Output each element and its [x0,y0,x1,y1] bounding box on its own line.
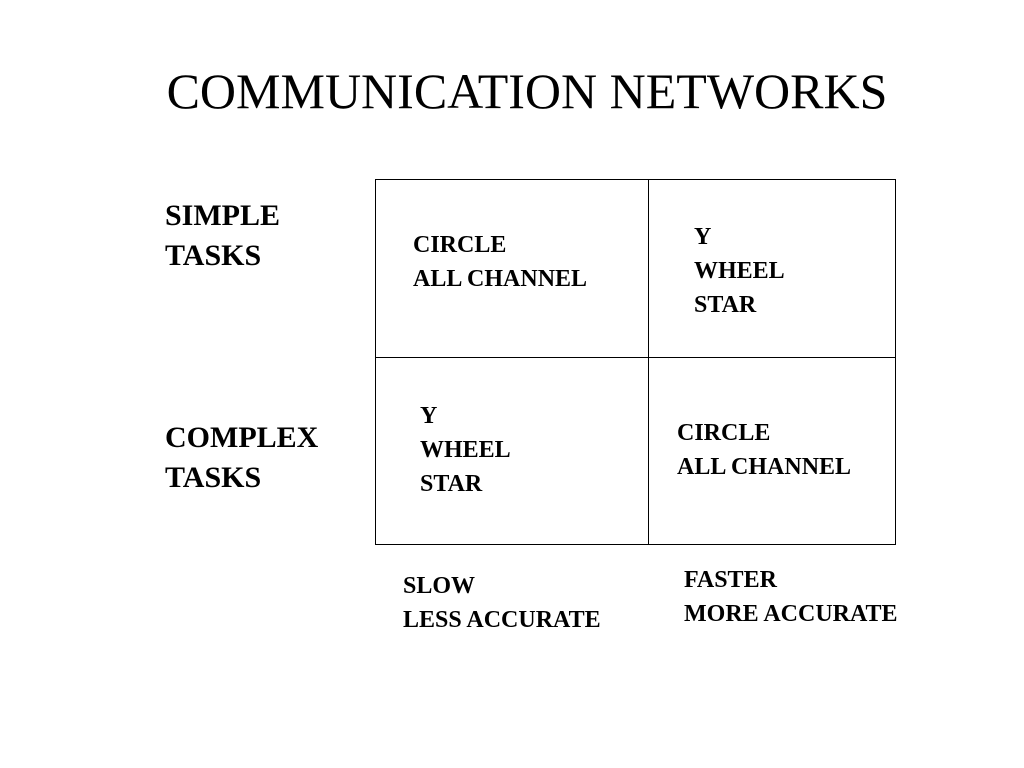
row-label-simple-tasks: SIMPLE TASKS [165,196,280,276]
row-label-line: COMPLEX [165,421,319,454]
row-label-line: TASKS [165,461,262,494]
column-label-line: LESS ACCURATE [403,607,601,633]
row-label-complex-tasks: COMPLEX TASKS [165,418,318,498]
matrix-grid [375,179,896,545]
matrix-vertical-divider [648,179,649,545]
cell-complex-fast: CIRCLE ALL CHANNEL [677,416,851,484]
column-label-line: SLOW [403,573,476,599]
cell-line: STAR [694,292,757,318]
page-title: COMMUNICATION NETWORKS [166,63,888,119]
cell-line: CIRCLE [677,420,771,446]
column-label-slow: SLOW LESS ACCURATE [403,569,601,637]
matrix-horizontal-divider [375,357,896,358]
cell-simple-fast: Y WHEEL STAR [694,220,785,322]
cell-line: ALL CHANNEL [677,454,852,480]
cell-line: WHEEL [420,437,511,463]
column-label-faster: FASTER MORE ACCURATE [684,563,898,631]
cell-complex-slow: Y WHEEL STAR [420,399,511,501]
cell-line: CIRCLE [413,232,507,258]
column-label-line: FASTER [684,567,777,593]
cell-line: Y [420,403,438,429]
cell-line: Y [694,224,712,250]
row-label-line: SIMPLE [165,199,281,232]
cell-line: ALL CHANNEL [413,266,588,292]
cell-line: WHEEL [694,258,785,284]
cell-simple-slow: CIRCLE ALL CHANNEL [413,228,587,296]
cell-line: STAR [420,471,483,497]
column-label-line: MORE ACCURATE [684,601,898,627]
row-label-line: TASKS [165,239,262,272]
